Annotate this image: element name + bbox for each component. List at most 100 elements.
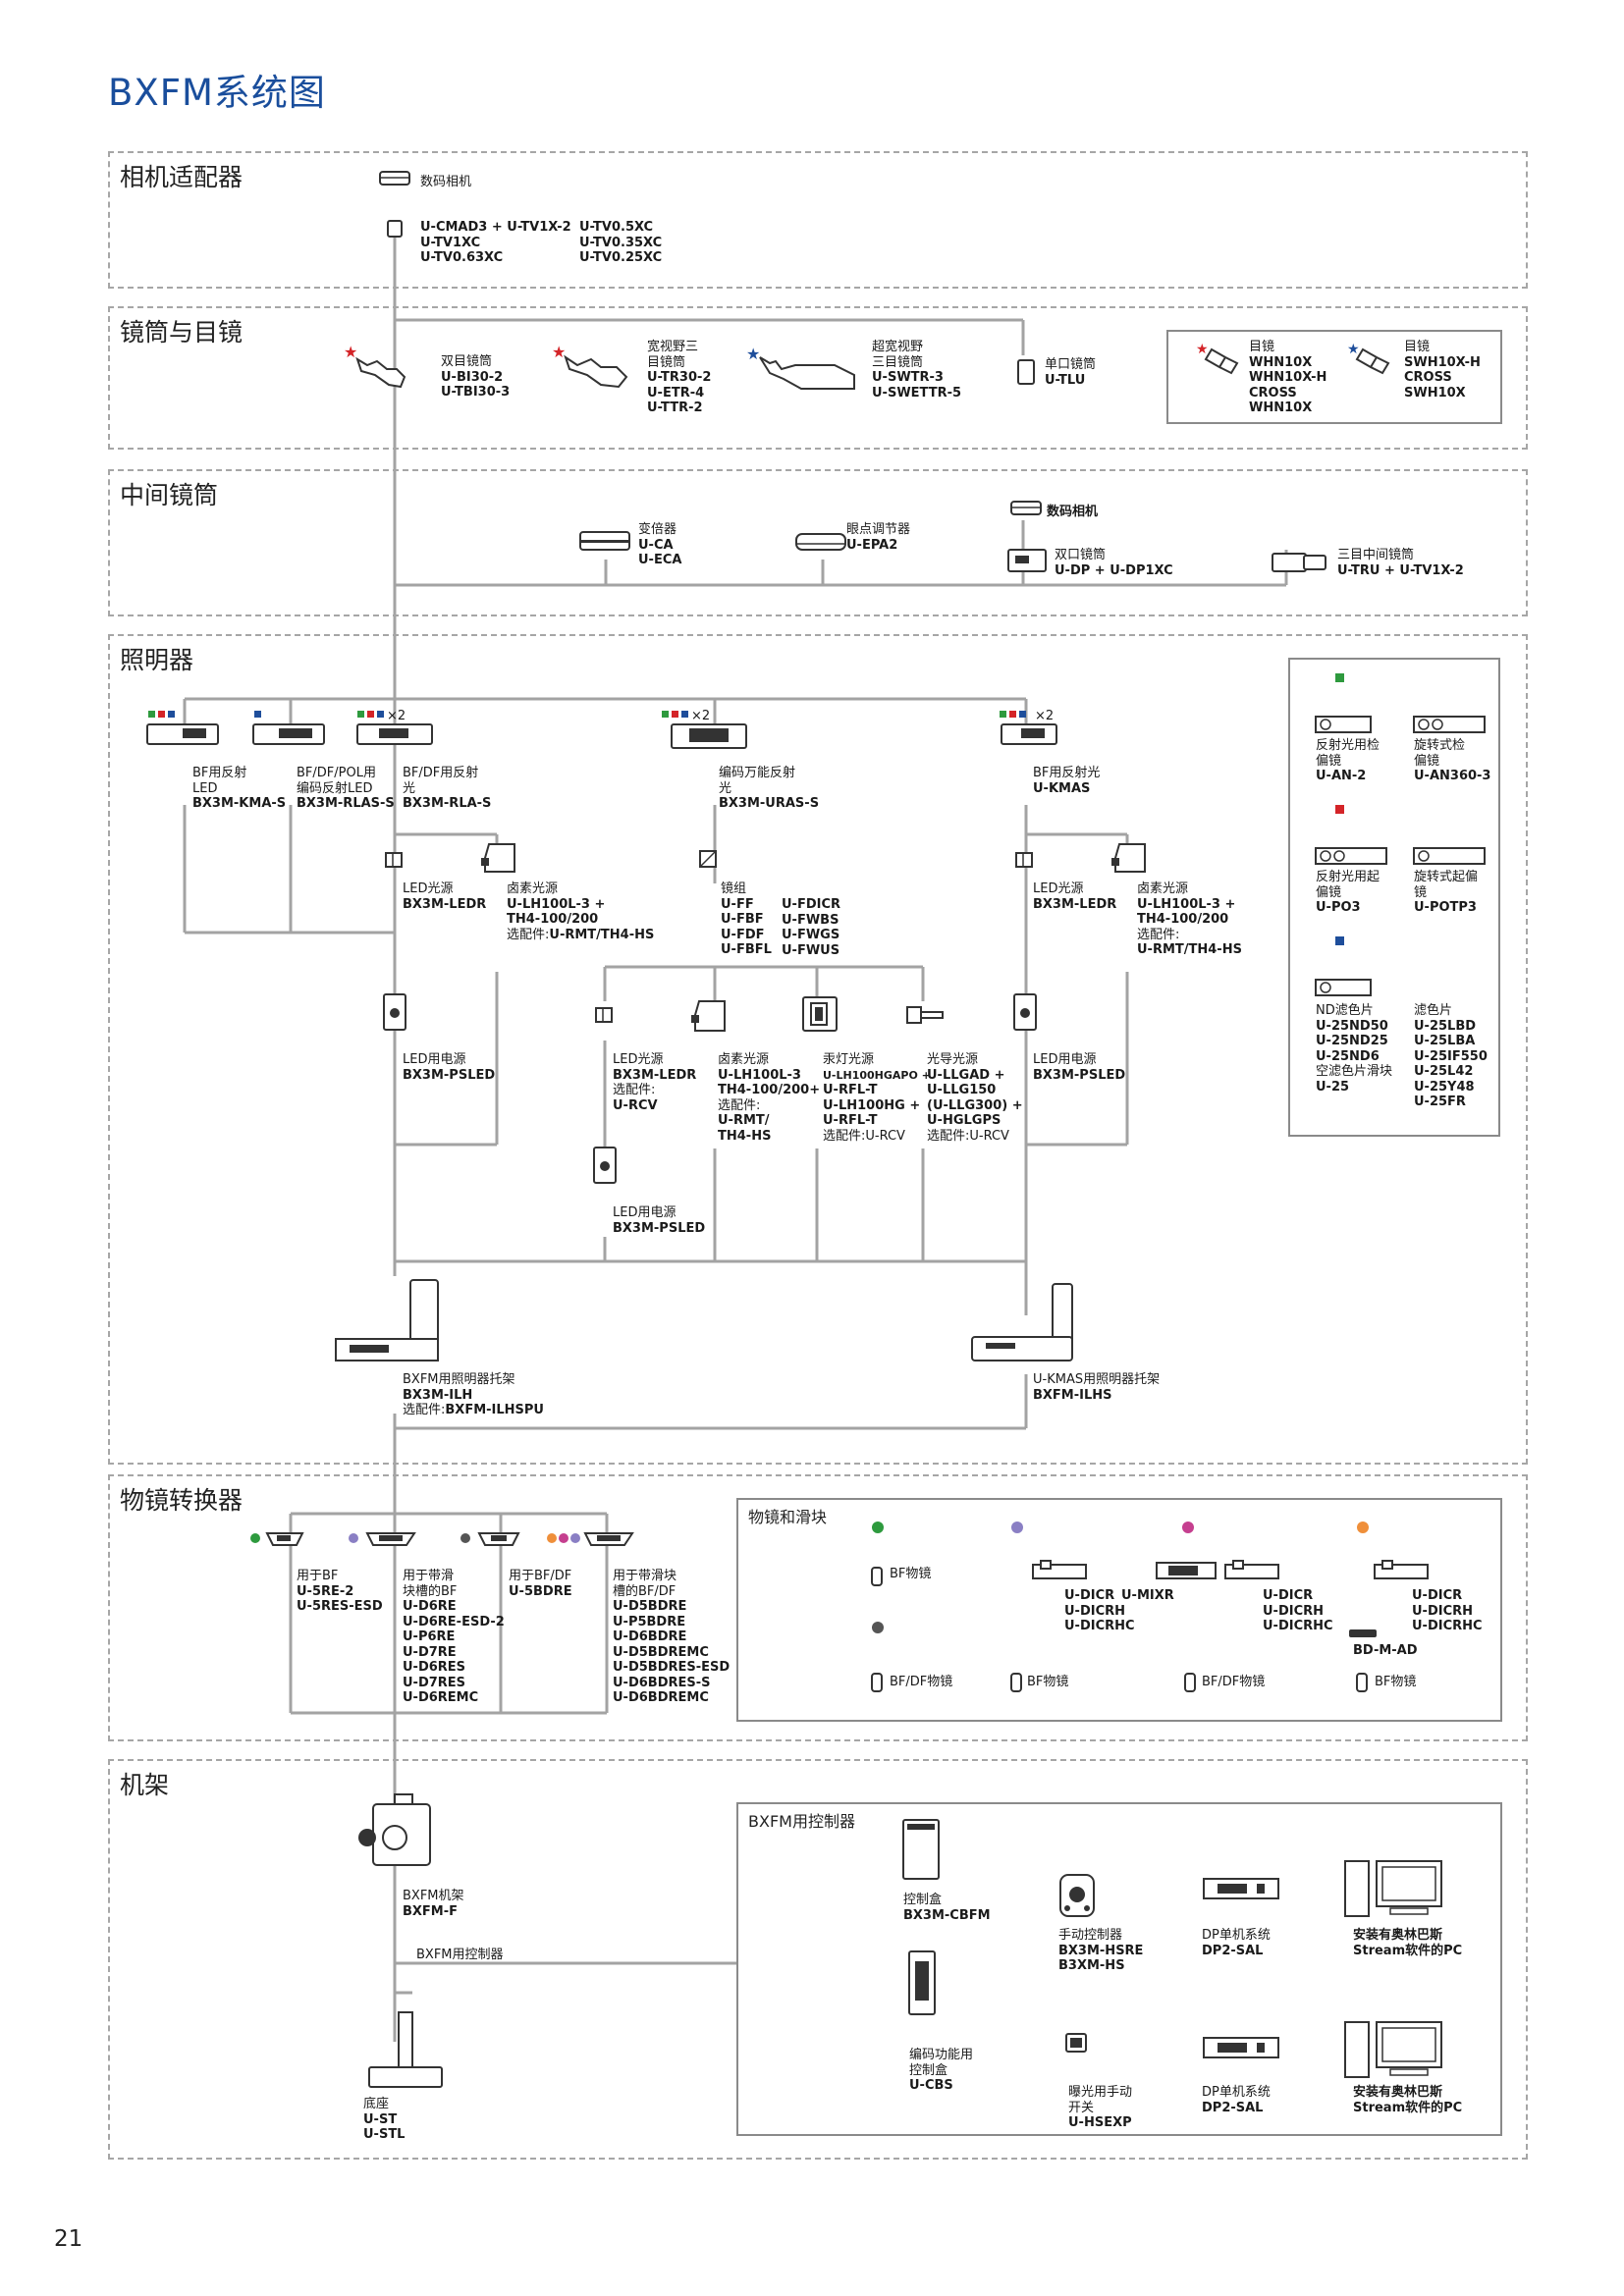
- objective-bfdf-icon: [1184, 1673, 1196, 1692]
- bxfm-frame-icon: [358, 1793, 431, 1866]
- nd-filters: ND滤色片 U-25ND50 U-25ND25 U-25ND6 空滤色片滑块 U…: [1316, 1003, 1393, 1095]
- led-light-source-icon: [595, 1007, 613, 1023]
- bd-adapter-icon: [1349, 1629, 1377, 1637]
- nosepiece-slider-bfdf-icon: [547, 1532, 634, 1546]
- svg-text:★: ★: [344, 344, 357, 361]
- intermediate-eyepoint-adjuster: 眼点调节器 U-EPA2: [846, 522, 911, 553]
- halogen-light-source-icon: [481, 843, 515, 873]
- eyepiece-swh-icon: ★: [1347, 342, 1390, 375]
- section-label: 相机适配器: [120, 163, 244, 191]
- section-nosepieces: 物镜转换器: [108, 1474, 1528, 1741]
- eyepiece-box: [1166, 330, 1502, 424]
- bxfm-controllers-box: BXFM用控制器: [736, 1802, 1502, 2136]
- objective-bfdf-icon: [871, 1673, 883, 1692]
- illuminator-kmas-icon: [1000, 711, 1057, 745]
- binocular-tube-icon: ★: [344, 344, 406, 389]
- right-led-power-supply: LED用电源 BX3M-PSLED: [1033, 1052, 1126, 1083]
- right-halogen-light-source: 卤素光源 U-LH100L-3 + TH4-100/200 选配件: U-RMT…: [1137, 881, 1242, 957]
- tube-single-port: 单口镜筒 U-TLU: [1045, 357, 1097, 388]
- dic-sliders-3: U-DICR U-DICRH U-DICRHC: [1412, 1588, 1483, 1633]
- polarizer-po3: 反射光用起 偏镜 U-PO3: [1316, 870, 1380, 915]
- objective-bf-label: BF物镜: [1027, 1675, 1069, 1689]
- section-camera-adapters: 相机适配器: [108, 151, 1528, 289]
- bd-adapter-label: BD-M-AD: [1353, 1643, 1418, 1658]
- section-frame: 机架: [108, 1759, 1528, 2160]
- led-light-source-icon: [385, 852, 403, 868]
- super-wide-trinocular-icon: ★: [746, 346, 855, 390]
- camera-adapters-right: U-TV0.5XC U-TV0.35XC U-TV0.25XC: [579, 220, 663, 265]
- magnification-changer-icon: [579, 531, 630, 551]
- dp-standalone-icon: [1203, 1878, 1279, 1899]
- hand-switch-icon: [1059, 1874, 1095, 1917]
- polarizer-filter-box: [1288, 658, 1500, 1137]
- nosepiece-bfdf-icon: [460, 1532, 520, 1546]
- illuminator-rlas-s: BF/DF/POL用 编码反射LED BX3M-RLAS-S: [297, 766, 395, 811]
- objective-bf-icon: [1356, 1673, 1368, 1692]
- page-number: 21: [54, 2226, 83, 2252]
- digital-camera-icon: [1010, 501, 1042, 515]
- holder-bx3m-ilh: BXFM用照明器托架 BX3M-ILH 选配件:BXFM-ILHSPU: [403, 1372, 544, 1417]
- pc-icon: [1344, 2021, 1442, 2078]
- camera-adapters-left: U-CMAD3 + U-TV1X-2 U-TV1XC U-TV0.63XC: [420, 220, 571, 265]
- illuminator-uras-s: 编码万能反射 光 BX3M-URAS-S: [719, 766, 820, 811]
- x2-label: ×2: [387, 709, 406, 723]
- controller-pc-2: 安装有奥林巴斯 Stream软件的PC: [1353, 2085, 1463, 2115]
- left-led-light-source: LED光源 BX3M-LEDR: [403, 881, 487, 912]
- polarizer-icons: [1315, 805, 1486, 865]
- nosepiece-slider-bfdf: 用于带滑块 槽的BF/DF U-D5BDRE U-P5BDRE U-D6BDRE…: [613, 1569, 731, 1705]
- control-box-icon: [902, 1819, 940, 1880]
- svg-text:★: ★: [552, 344, 566, 361]
- section-illuminators: 照明器: [108, 634, 1528, 1465]
- dic-slider-icon: [1224, 1560, 1279, 1579]
- controller-cbfm: 控制盒 BX3M-CBFM: [903, 1893, 991, 1923]
- sub-box-label: BXFM用控制器: [748, 1812, 855, 1831]
- frame-controller-label: BXFM用控制器: [416, 1948, 504, 1962]
- illuminator-uras-s-icon: [662, 711, 747, 749]
- analyzer-an360-3: 旋转式检 偏镜 U-AN360-3: [1414, 738, 1491, 783]
- nosepiece-slider-bf-icon: [349, 1532, 416, 1546]
- objective-bf-label: BF物镜: [1375, 1675, 1417, 1689]
- illuminator-kma-s: BF用反射 LED BX3M-KMA-S: [192, 766, 287, 811]
- left-led-power-supply: LED用电源 BX3M-PSLED: [403, 1052, 496, 1083]
- led-power-supply-icon: [593, 1147, 617, 1184]
- dic-slider-icon: [1374, 1560, 1429, 1579]
- trinocular-intermediate-icon: [1272, 553, 1326, 572]
- light-guide-source-icon: [906, 1006, 944, 1024]
- camera-adapter-icon: [387, 220, 403, 238]
- section-label: 机架: [120, 1771, 170, 1799]
- section-label: 物镜转换器: [120, 1486, 244, 1515]
- mirror-units-left: 镜组 U-FF U-FBF U-FDF U-FBFL: [721, 881, 772, 957]
- controller-dp2-sal-2: DP单机系统 DP2-SAL: [1202, 2085, 1271, 2115]
- pc-icon: [1344, 1860, 1442, 1917]
- center-light-guide-source: 光导光源 U-LLGAD + U-LLG150 (U-LLG300) + U-H…: [927, 1052, 1023, 1144]
- tube-binocular: 双目镜筒 U-BI30-2 U-TBI30-3: [441, 354, 511, 400]
- magenta-dot: [1182, 1522, 1194, 1533]
- right-led-light-source: LED光源 BX3M-LEDR: [1033, 881, 1117, 912]
- eyepoint-adjuster-icon: [795, 533, 846, 551]
- polarizer-potp3: 旋转式起偏 镜 U-POTP3: [1414, 870, 1479, 915]
- stand-icon: [368, 2011, 443, 2088]
- dual-port-tube-icon: [1007, 549, 1047, 572]
- section-label: 中间镜筒: [120, 481, 219, 509]
- nd-filter-slider-icon: [1315, 936, 1372, 996]
- controller-dp2-sal: DP单机系统 DP2-SAL: [1202, 1928, 1271, 1958]
- tube-wide-trinocular: 宽视野三 目镜筒 U-TR30-2 U-ETR-4 U-TTR-2: [647, 340, 712, 415]
- mixr-slider-label: U-MIXR: [1121, 1588, 1174, 1603]
- controller-hand-switch: 手动控制器 BX3M-HSRE B3XM-HS: [1058, 1928, 1144, 1973]
- dp-standalone-icon: [1203, 2037, 1279, 2058]
- eyepiece-whn-icon: ★: [1196, 342, 1239, 375]
- led-power-supply-icon: [1013, 993, 1037, 1031]
- intermediate-trinocular: 三目中间镜筒 U-TRU + U-TV1X-2: [1337, 548, 1464, 578]
- analyzer-an-2: 反射光用检 偏镜 U-AN-2: [1316, 738, 1380, 783]
- objective-bf-label: BF物镜: [890, 1567, 932, 1581]
- illuminator-rlas-s-icon: [252, 711, 325, 745]
- mixr-slider-icon: [1156, 1562, 1217, 1579]
- nosepiece-slider-bf: 用于带滑 块槽的BF U-D6RE U-D6RE-ESD-2 U-P6RE U-…: [403, 1569, 505, 1705]
- center-mercury-light-source: 汞灯光源 U-LH100HGAPO + U-RFL-T U-LH100HG + …: [823, 1052, 931, 1144]
- intermediate-dual-port-tube: 双口镜筒 U-DP + U-DP1XC: [1055, 548, 1173, 578]
- section-label: 照明器: [120, 646, 194, 674]
- svg-text:★: ★: [1347, 342, 1360, 357]
- dic-sliders-1: U-DICR U-DICRH U-DICRHC: [1064, 1588, 1135, 1633]
- halogen-light-source-icon: [691, 1000, 726, 1032]
